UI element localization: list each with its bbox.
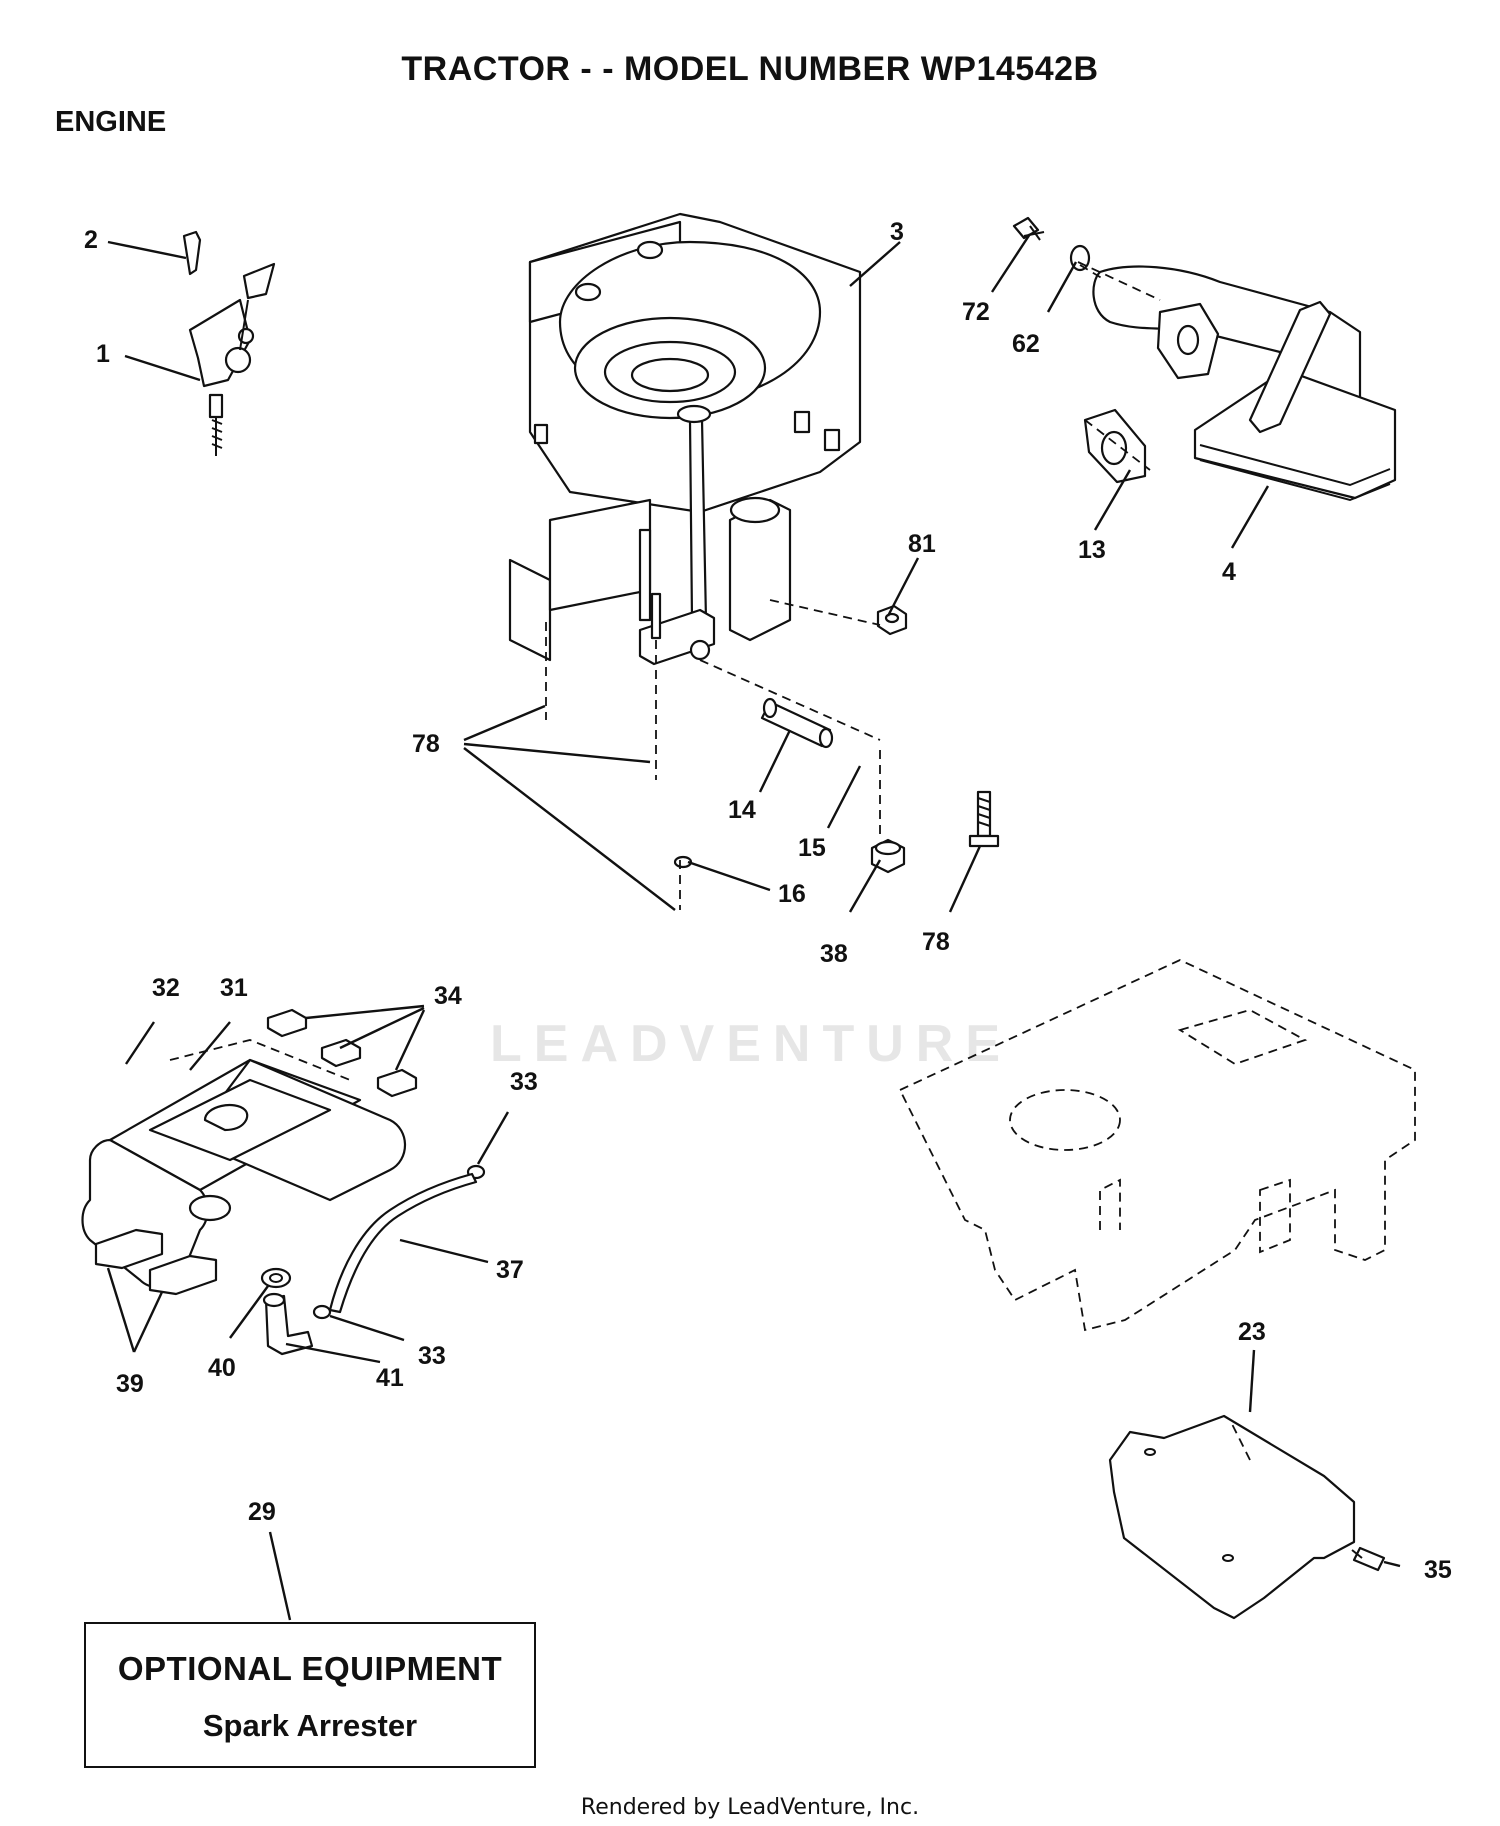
callout-32: 32 (152, 974, 180, 1002)
callout-2: 2 (84, 226, 98, 254)
callout-78-b: 78 (922, 928, 950, 956)
callout-72: 72 (962, 298, 990, 326)
flange-nut-part[interactable] (870, 838, 906, 874)
callout-23: 23 (1238, 1318, 1266, 1346)
hose-clamp-part[interactable] (312, 1164, 486, 1320)
grommet-part[interactable] (260, 1267, 292, 1289)
optional-equipment-box: OPTIONAL EQUIPMENT Spark Arrester (84, 1622, 536, 1768)
callout-33-b: 33 (418, 1342, 446, 1370)
frame-outline (898, 959, 1416, 1332)
callout-labels: 1 2 3 72 62 13 4 81 78 14 15 16 38 78 32… (84, 218, 1452, 1584)
leader-lines (106, 233, 1401, 1621)
watermark: LEADVENTURE (490, 1015, 1013, 1073)
callout-34: 34 (434, 982, 462, 1010)
pad-part[interactable] (266, 1008, 418, 1098)
callout-14: 14 (728, 796, 756, 824)
callout-13: 13 (1078, 536, 1106, 564)
callout-4: 4 (1222, 558, 1236, 586)
muffler-part[interactable] (1092, 265, 1397, 502)
callout-81: 81 (908, 530, 936, 558)
callout-29: 29 (248, 1498, 276, 1526)
callout-33-a: 33 (510, 1068, 538, 1096)
exhaust-bolt-part[interactable] (1012, 216, 1045, 241)
callout-39: 39 (116, 1370, 144, 1398)
callout-16: 16 (778, 880, 806, 908)
optional-equipment-title: OPTIONAL EQUIPMENT (117, 1650, 503, 1687)
foam-pad-part[interactable] (94, 1228, 218, 1296)
callout-62: 62 (1012, 330, 1040, 358)
fuel-elbow-part[interactable] (262, 1292, 314, 1356)
engine-bolt-part[interactable] (968, 790, 1000, 848)
callout-78-a: 78 (412, 730, 440, 758)
section-heading: ENGINE (55, 106, 167, 138)
callout-38: 38 (820, 940, 848, 968)
throttle-control-part[interactable] (182, 230, 276, 456)
callout-41: 41 (376, 1364, 404, 1392)
page-title: TRACTOR - - MODEL NUMBER WP14542B (401, 50, 1099, 88)
callout-3: 3 (890, 218, 904, 246)
callout-1: 1 (96, 340, 110, 368)
heat-shield-part[interactable] (1108, 1414, 1356, 1620)
callout-15: 15 (798, 834, 826, 862)
fuel-line-part[interactable] (328, 1172, 478, 1314)
footer-credit: Rendered by LeadVenture, Inc. (580, 1795, 920, 1820)
engine-part[interactable] (508, 212, 862, 666)
exhaust-gasket-part[interactable] (1083, 408, 1147, 484)
callout-35: 35 (1424, 1556, 1452, 1584)
optional-equipment-item: Spark Arrester (202, 1708, 418, 1743)
shield-screw-part[interactable] (1351, 1546, 1386, 1572)
callout-31: 31 (220, 974, 248, 1002)
drain-nipple-part[interactable] (760, 697, 834, 749)
rod-part[interactable] (650, 592, 662, 640)
callout-40: 40 (208, 1354, 236, 1382)
alignment-lines (545, 261, 1161, 910)
callout-37: 37 (496, 1256, 524, 1284)
